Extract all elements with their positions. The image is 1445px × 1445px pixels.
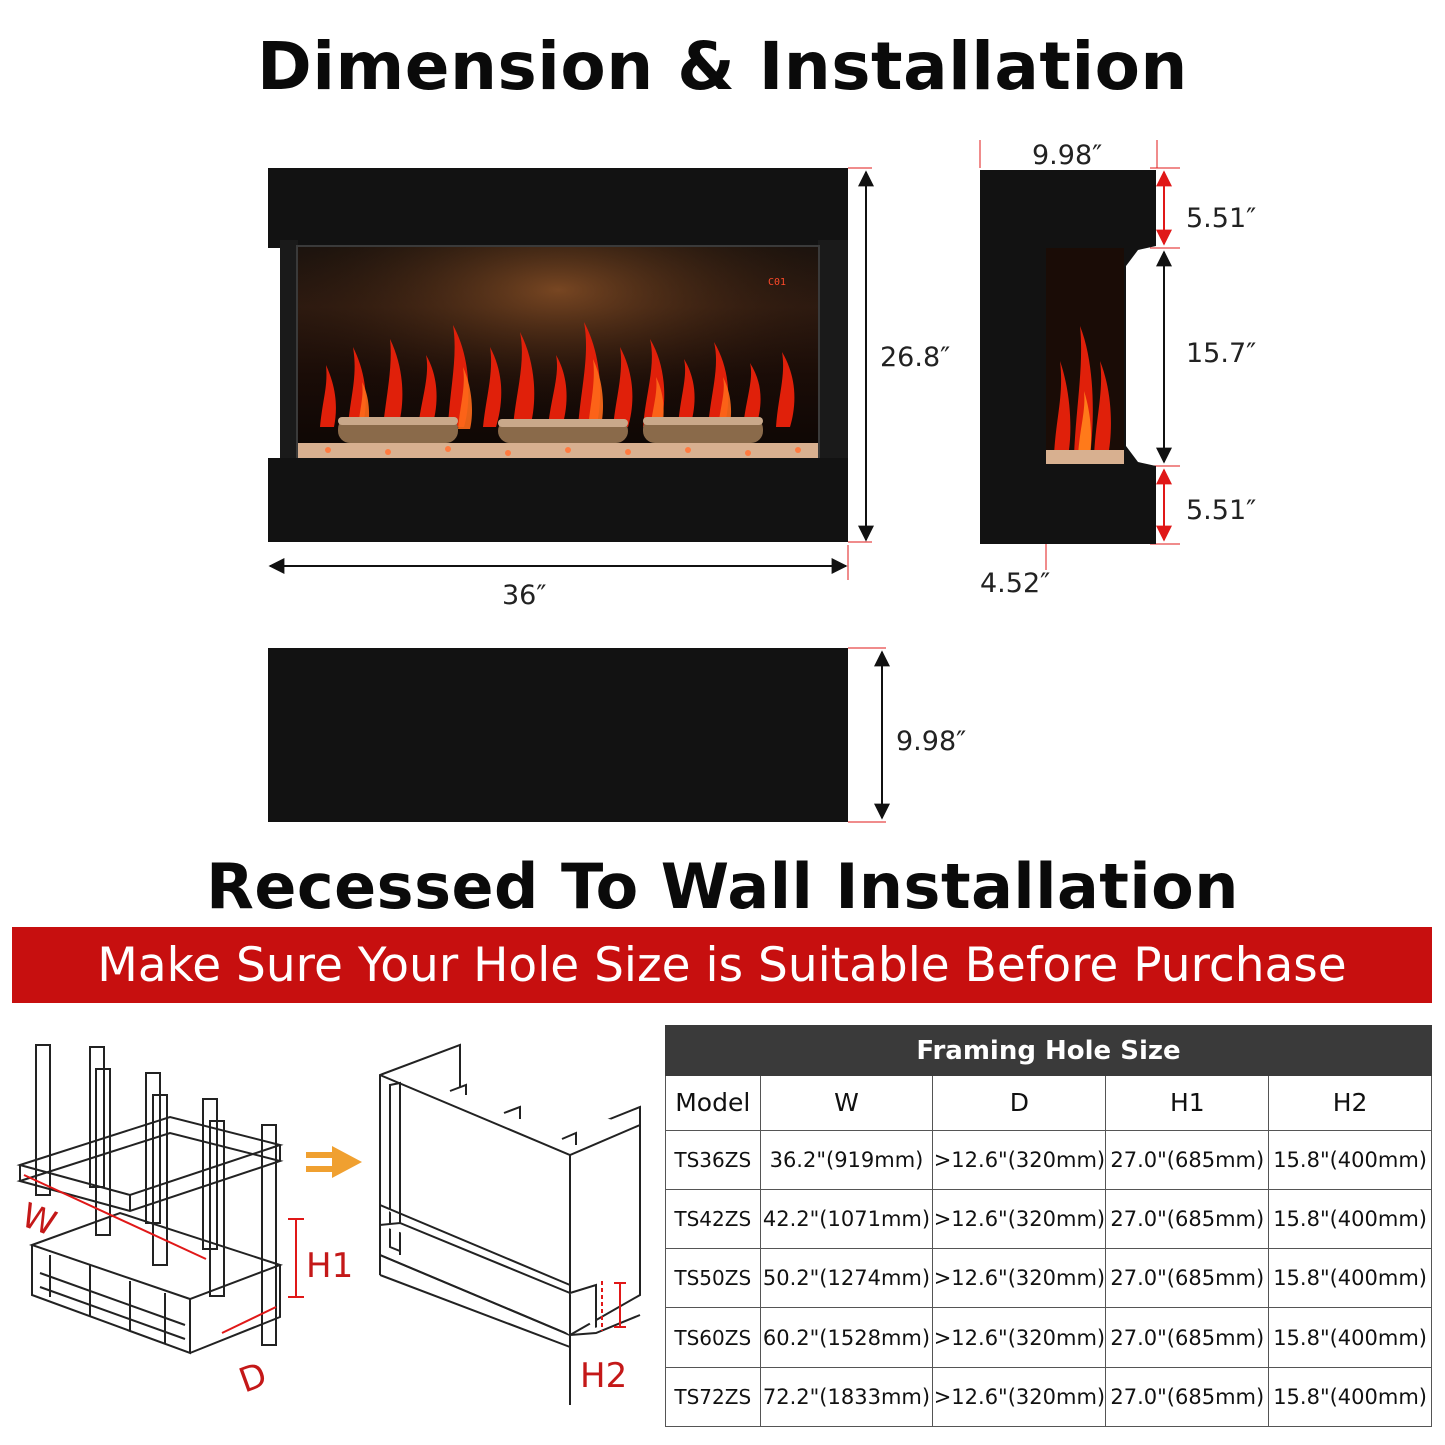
- cell-model: TS42ZS: [665, 1188, 761, 1250]
- side-opening-label: 15.7″: [1186, 338, 1257, 369]
- cell-w: 50.2"(1274mm): [759, 1248, 934, 1309]
- flame-window: C01: [296, 245, 820, 463]
- cell-h2: 15.8"(400mm): [1268, 1129, 1432, 1190]
- cell-w: 72.2"(1833mm): [759, 1366, 934, 1428]
- box-h2-label: H2: [580, 1356, 628, 1396]
- table-title: Framing Hole Size: [665, 1024, 1432, 1077]
- table-row: TS72ZS 72.2"(1833mm) >12.6"(320mm) 27.0"…: [665, 1366, 1432, 1428]
- double-right-arrow-icon: [306, 1146, 362, 1178]
- fireplace-right-post: [818, 240, 848, 465]
- table-row: TS42ZS 42.2"(1071mm) >12.6"(320mm) 27.0"…: [665, 1188, 1432, 1250]
- section-title-recessed: Recessed To Wall Installation: [206, 850, 1239, 923]
- fireplace-left-post: [280, 240, 298, 465]
- cell-h1: 27.0"(685mm): [1105, 1248, 1270, 1309]
- cell-d: >12.6"(320mm): [932, 1366, 1107, 1428]
- table-row: TS50ZS 50.2"(1274mm) >12.6"(320mm) 27.0"…: [665, 1248, 1432, 1309]
- top-depth-label: 9.98″: [896, 726, 967, 757]
- cell-model: TS72ZS: [665, 1366, 761, 1428]
- cell-h1: 27.0"(685mm): [1105, 1307, 1270, 1368]
- column-header-h1: H1: [1105, 1075, 1270, 1131]
- table-row: TS36ZS 36.2"(919mm) >12.6"(320mm) 27.0"(…: [665, 1129, 1432, 1190]
- cell-d: >12.6"(320mm): [932, 1248, 1107, 1309]
- warning-banner: Make Sure Your Hole Size is Suitable Bef…: [12, 927, 1432, 1003]
- frame-h1-label: H1: [306, 1246, 354, 1286]
- column-header-model: Model: [665, 1075, 761, 1131]
- fireplace-bottom-trim: [268, 458, 848, 542]
- framing-hole-size-table: Framing Hole Size Model W D H1 H2 TS36ZS…: [665, 1024, 1432, 1428]
- cell-model: TS60ZS: [665, 1307, 761, 1368]
- cell-w: 36.2"(919mm): [759, 1129, 934, 1190]
- cell-h1: 27.0"(685mm): [1105, 1129, 1270, 1190]
- recessed-box-diagram: [379, 1043, 641, 1405]
- side-view-shape: [980, 170, 1156, 544]
- column-header-h2: H2: [1268, 1075, 1432, 1131]
- side-top-trim-label: 5.51″: [1186, 203, 1257, 234]
- fireplace-top-trim: [268, 168, 848, 248]
- side-inset-label: 4.52″: [980, 568, 1051, 599]
- cell-d: >12.6"(320mm): [932, 1188, 1107, 1250]
- cell-d: >12.6"(320mm): [932, 1129, 1107, 1190]
- led-display: C01: [768, 277, 787, 288]
- cell-h2: 15.8"(400mm): [1268, 1248, 1432, 1309]
- cell-h1: 27.0"(685mm): [1105, 1188, 1270, 1250]
- cell-w: 60.2"(1528mm): [759, 1307, 934, 1368]
- page-title: Dimension & Installation: [257, 28, 1188, 105]
- cell-h2: 15.8"(400mm): [1268, 1188, 1432, 1250]
- wall-framing-diagram: [16, 1044, 304, 1355]
- front-width-label: 36″: [502, 580, 547, 611]
- cell-model: TS50ZS: [665, 1248, 761, 1309]
- cell-model: TS36ZS: [665, 1129, 761, 1190]
- side-bottom-trim-label: 5.51″: [1186, 495, 1257, 526]
- column-header-d: D: [932, 1075, 1107, 1131]
- table-row: TS60ZS 60.2"(1528mm) >12.6"(320mm) 27.0"…: [665, 1307, 1432, 1368]
- top-view-fireplace: [268, 648, 848, 822]
- cell-h2: 15.8"(400mm): [1268, 1366, 1432, 1428]
- front-height-label: 26.8″: [880, 342, 951, 373]
- column-header-w: W: [759, 1075, 934, 1131]
- flame-graphic: [298, 247, 818, 461]
- cell-w: 42.2"(1071mm): [759, 1188, 934, 1250]
- cell-h2: 15.8"(400mm): [1268, 1307, 1432, 1368]
- side-depth-label: 9.98″: [1032, 140, 1103, 171]
- cell-h1: 27.0"(685mm): [1105, 1366, 1270, 1428]
- cell-d: >12.6"(320mm): [932, 1307, 1107, 1368]
